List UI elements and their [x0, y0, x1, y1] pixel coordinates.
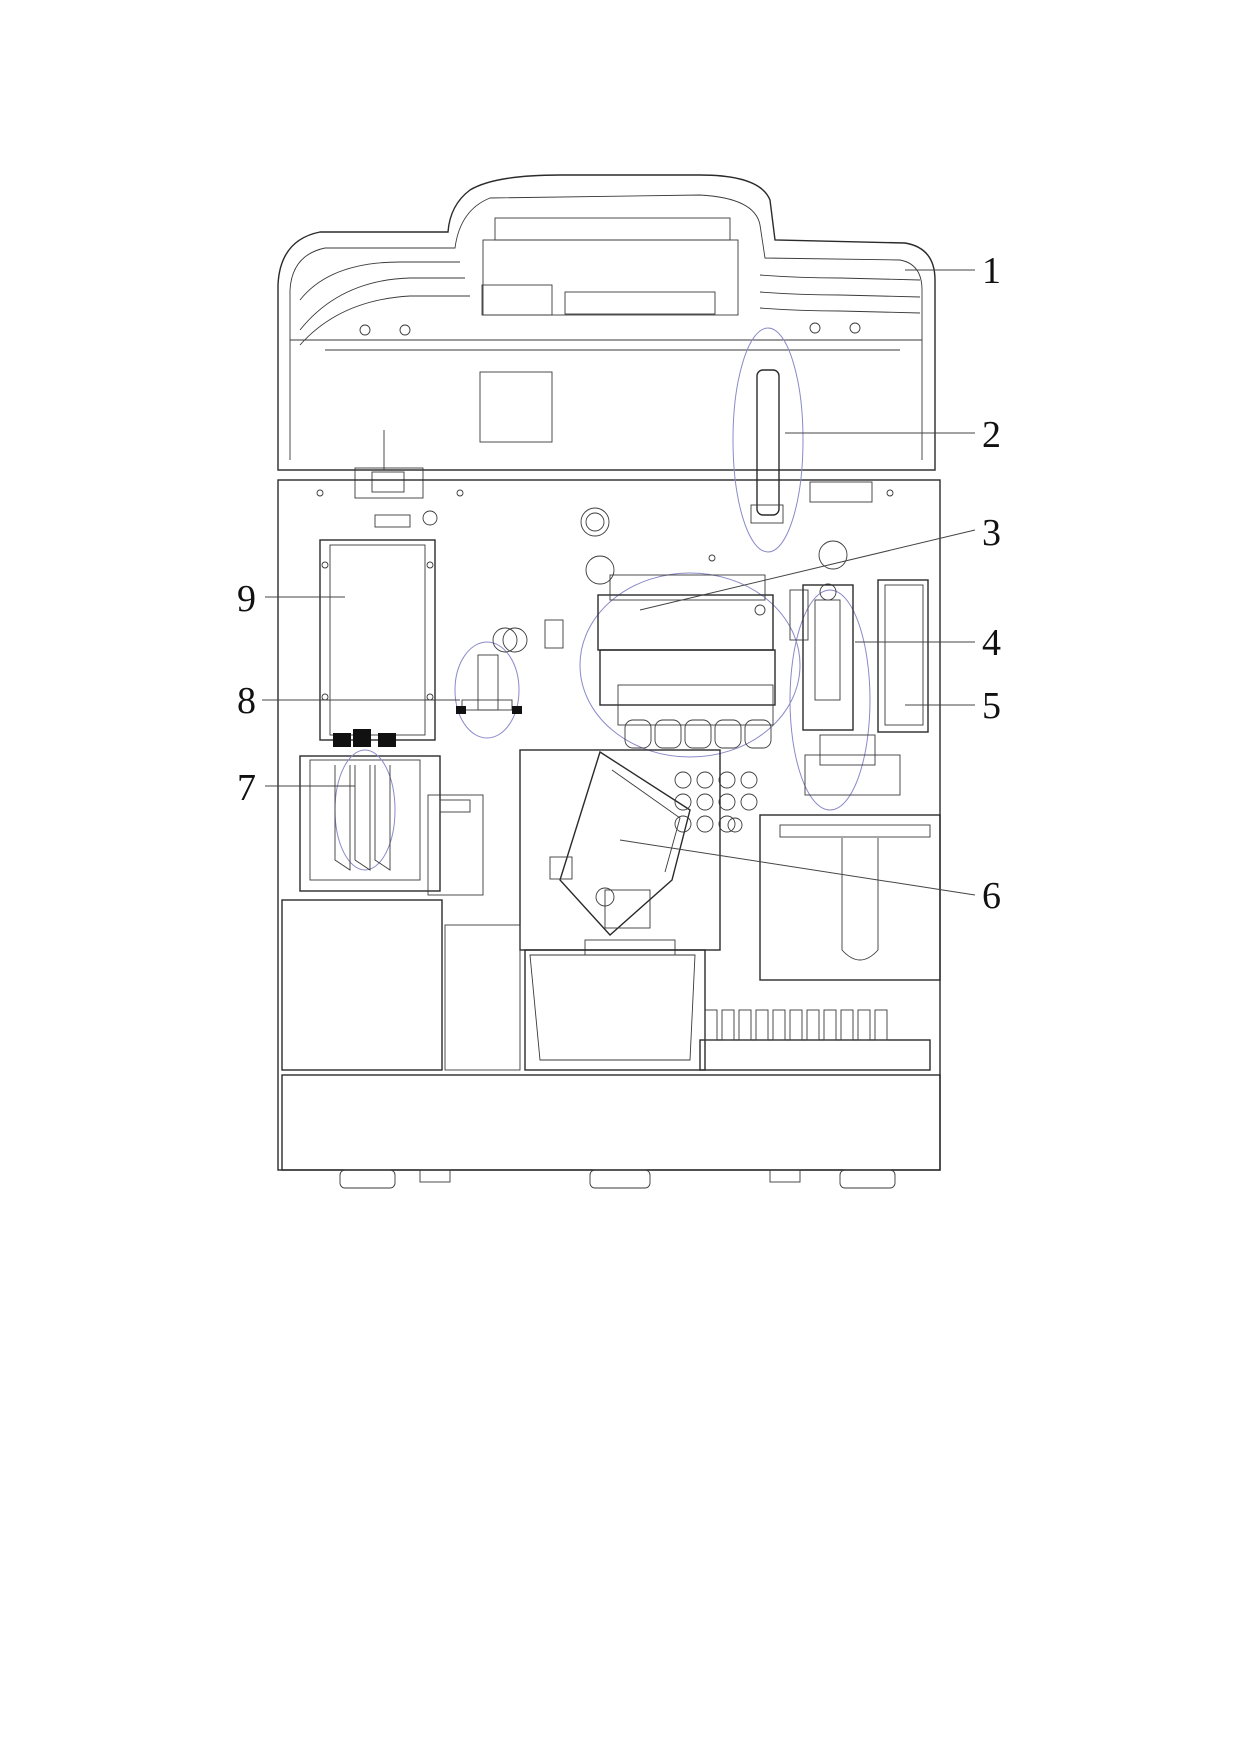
- part-4-syringe: [789, 583, 871, 811]
- tube-rack: [704, 1009, 888, 1041]
- part-3-valve-block: [579, 572, 801, 758]
- callout-4: 4: [982, 622, 1001, 664]
- callout-7: 7: [237, 767, 256, 809]
- callout-8: 8: [237, 680, 256, 722]
- hole-grid: [674, 771, 758, 833]
- callout-6: 6: [982, 875, 1001, 917]
- callout-2: 2: [982, 414, 1001, 456]
- part-5-side-box: [804, 579, 929, 796]
- part-7-bottles: [299, 749, 484, 896]
- top-cover: [277, 174, 936, 503]
- leader-lines: [262, 269, 976, 896]
- callout-9: 9: [237, 578, 256, 620]
- callout-1: 1: [982, 250, 1001, 292]
- part-6-optical-module: [519, 749, 758, 956]
- callout-3: 3: [982, 512, 1001, 554]
- callout-5: 5: [982, 685, 1001, 727]
- lower-right-assembly: [727, 814, 941, 981]
- callout-labels: 1 2 3 4 5 6 7 8 9: [237, 250, 1001, 917]
- bottom-section: [281, 899, 941, 1189]
- part-9-module: [319, 539, 436, 747]
- part-8-assembly: [454, 619, 564, 739]
- part-2-handle: [732, 327, 804, 553]
